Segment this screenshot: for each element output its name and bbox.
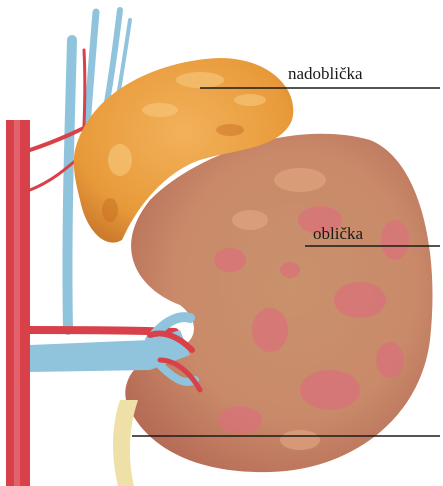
label-kidney: oblička — [313, 224, 363, 244]
ureter — [113, 400, 138, 486]
aorta — [6, 120, 30, 486]
label-adrenal-gland: nadoblička — [288, 64, 363, 84]
kidney — [125, 134, 432, 472]
